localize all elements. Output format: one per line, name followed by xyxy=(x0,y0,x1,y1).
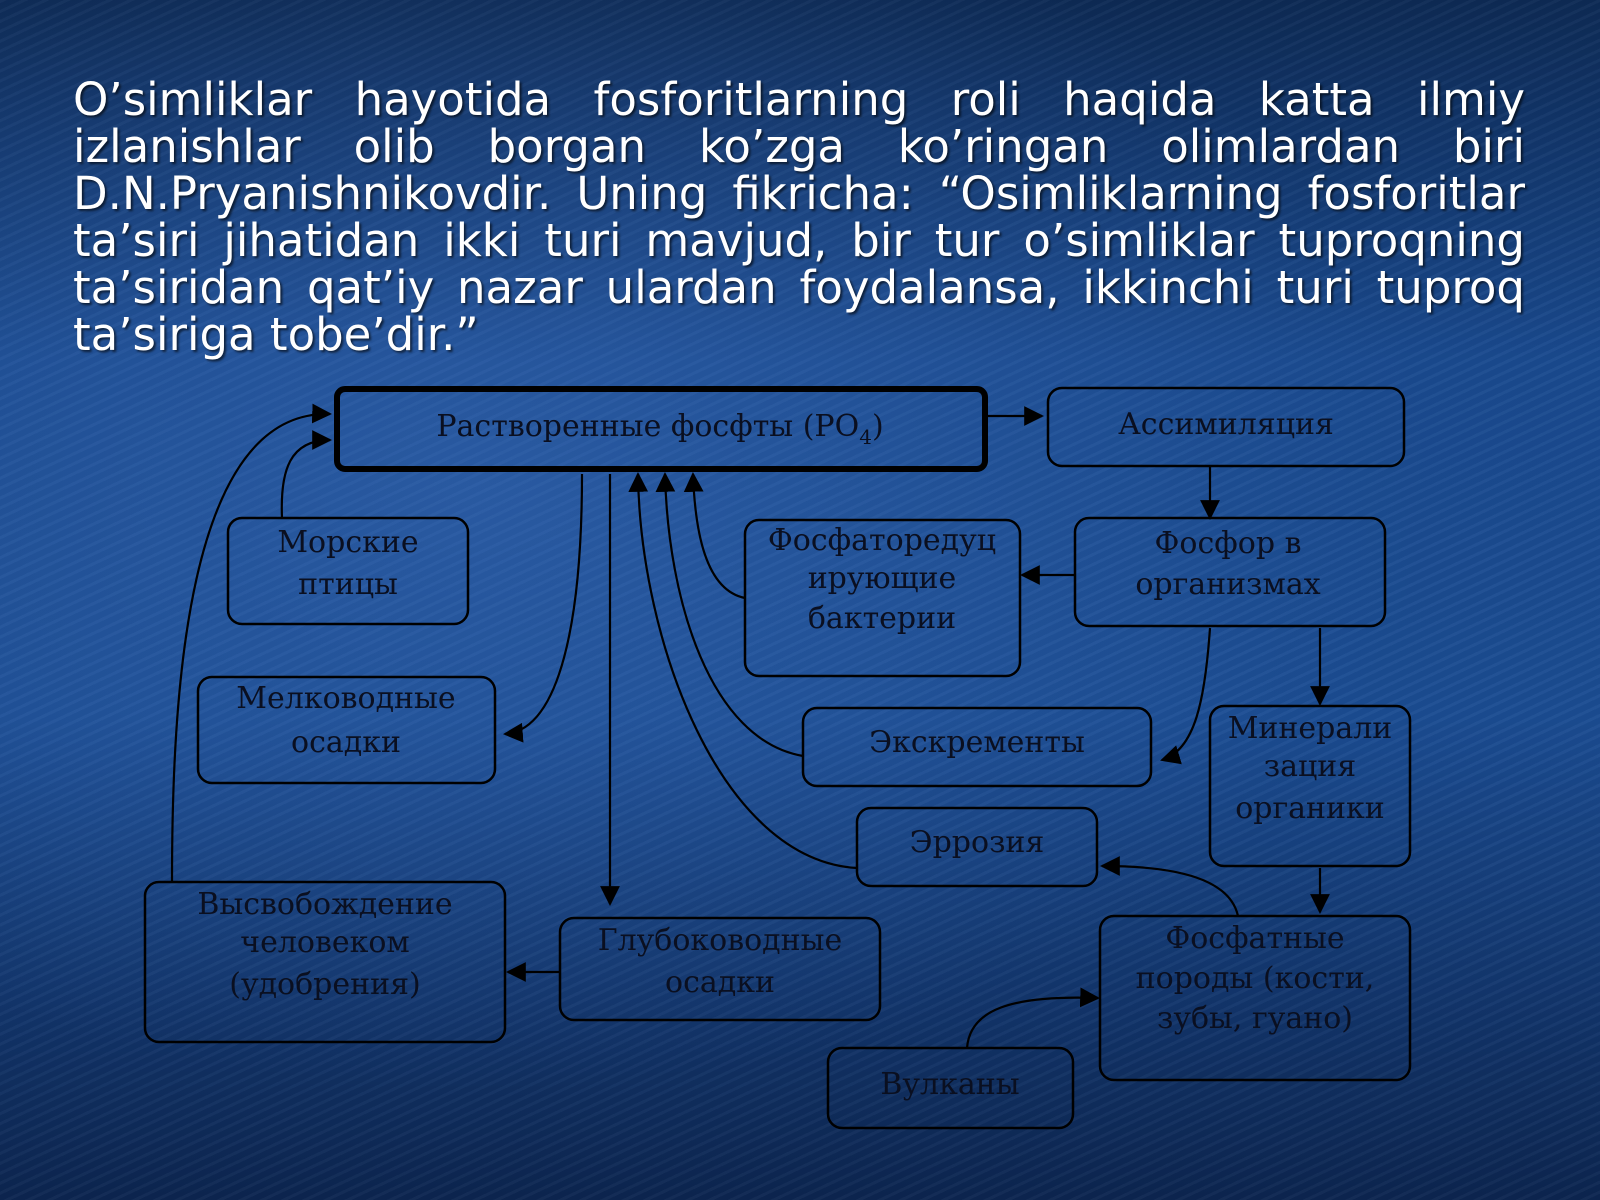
svg-text:Растворенные фосфты (PO4): Растворенные фосфты (PO4) xyxy=(436,409,883,449)
svg-text:Мелководные: Мелководные xyxy=(236,681,455,716)
edge-rocks-to-erosion xyxy=(1100,856,1240,917)
svg-text:Высвобождение: Высвобождение xyxy=(197,887,452,922)
svg-text:организмах: организмах xyxy=(1135,567,1320,602)
svg-text:Экскременты: Экскременты xyxy=(869,725,1085,760)
svg-text:Фосфор в: Фосфор в xyxy=(1155,526,1302,561)
edge-excrements-to-dissolved xyxy=(655,472,804,758)
svg-text:зубы, гуано): зубы, гуано) xyxy=(1157,1001,1353,1036)
svg-text:(удобрения): (удобрения) xyxy=(229,967,421,1002)
svg-text:органики: органики xyxy=(1235,791,1385,826)
svg-text:Минерали: Минерали xyxy=(1228,711,1393,746)
node-dissolved-phosphates: Растворенные фосфты (PO4) xyxy=(334,386,988,472)
svg-text:птицы: птицы xyxy=(298,567,398,602)
edge-organisms-to-excrements xyxy=(1160,627,1212,765)
node-deep-sediments: Глубоководные осадки xyxy=(558,916,882,1022)
svg-text:ирующие: ирующие xyxy=(808,561,957,596)
node-reducing-bacteria: Фосфаторедуц ирующие бактерии xyxy=(743,518,1022,678)
node-shallow-sediments: Мелководные осадки xyxy=(196,675,497,785)
svg-text:осадки: осадки xyxy=(665,965,775,1000)
svg-text:Фосфаторедуц: Фосфаторедуц xyxy=(768,523,996,558)
diagram-edges xyxy=(170,403,1330,1049)
svg-text:зация: зация xyxy=(1264,749,1356,784)
node-volcanoes: Вулканы xyxy=(826,1046,1075,1130)
node-mineralization: Минерали зация органики xyxy=(1208,704,1412,868)
node-seabirds: Морские птицы xyxy=(226,516,470,626)
svg-text:Глубоководные: Глубоководные xyxy=(598,923,843,958)
node-excrements: Экскременты xyxy=(801,706,1153,788)
svg-text:породы (кости,: породы (кости, xyxy=(1136,961,1375,996)
svg-text:Вулканы: Вулканы xyxy=(880,1067,1019,1102)
edge-bacteria-to-dissolved xyxy=(683,472,746,600)
node-phosphate-rocks: Фосфатные породы (кости, зубы, гуано) xyxy=(1098,914,1412,1082)
edge-erosion-to-dissolved xyxy=(628,472,858,870)
node-human-release: Высвобождение человеком (удобрения) xyxy=(143,880,507,1044)
svg-text:Фосфатные: Фосфатные xyxy=(1165,921,1344,956)
edge-human-to-dissolved xyxy=(170,403,332,883)
paragraph-text: O’simliklar hayotida fosforitlarning rol… xyxy=(73,73,1525,361)
svg-text:Морские: Морские xyxy=(277,525,418,560)
edge-dissolved-to-shallow xyxy=(503,473,584,743)
svg-text:бактерии: бактерии xyxy=(808,601,956,636)
svg-text:Ассимиляция: Ассимиляция xyxy=(1118,407,1334,442)
edge-volcanoes-to-rocks xyxy=(965,987,1100,1049)
edge-seabirds-to-dissolved xyxy=(280,430,332,519)
node-phosphorus-in-organisms: Фосфор в организмах xyxy=(1073,516,1387,628)
svg-text:человеком: человеком xyxy=(240,925,410,960)
svg-text:осадки: осадки xyxy=(291,725,401,760)
svg-text:Эррозия: Эррозия xyxy=(910,825,1045,860)
node-assimilation: Ассимиляция xyxy=(1046,386,1406,468)
node-erosion: Эррозия xyxy=(855,806,1099,888)
